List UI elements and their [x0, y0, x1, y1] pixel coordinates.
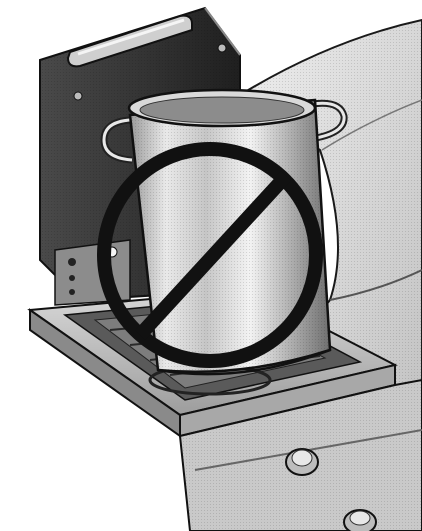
burner-knob-icon[interactable] [285, 448, 319, 476]
lid-handle-icon [66, 14, 193, 68]
grill-front-panel [178, 378, 422, 531]
burner-knob-icon[interactable] [343, 509, 377, 531]
prohibition-sign-icon [97, 142, 323, 368]
